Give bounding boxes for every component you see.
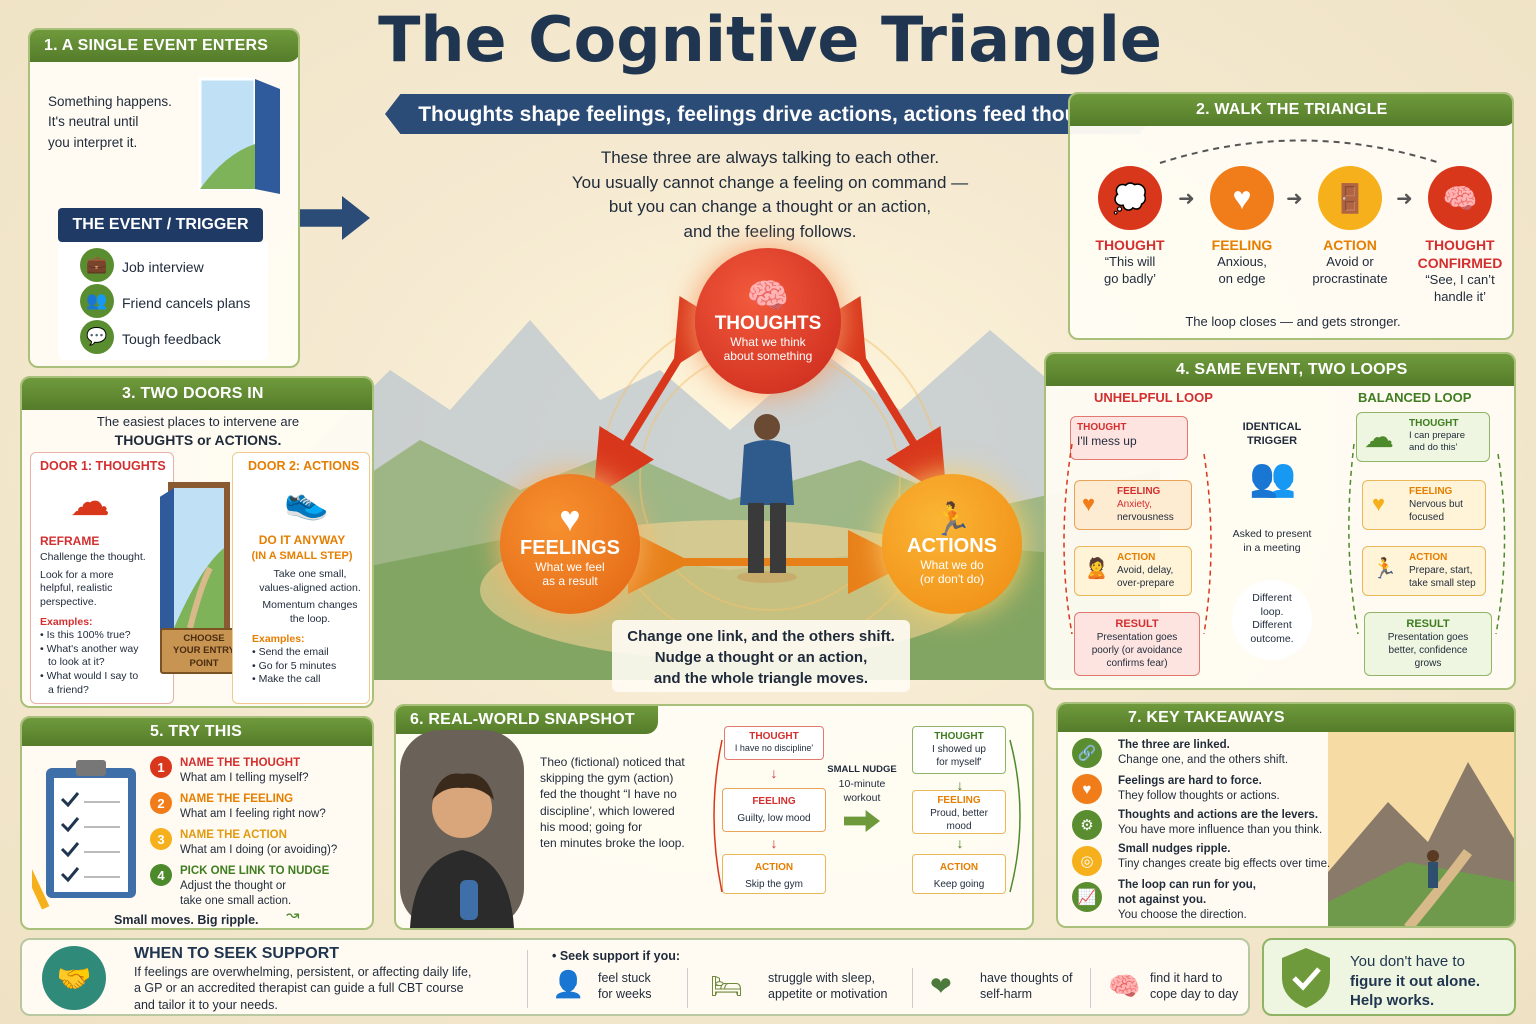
thoughts-node: 🧠 THOUGHTS What we think about something — [695, 248, 841, 394]
running-person-icon: 🏃 — [1372, 558, 1397, 580]
chat-bubble-icon: 💬 — [80, 320, 114, 354]
theo-portrait — [400, 730, 524, 928]
nudge-arrow-icon — [844, 810, 880, 832]
door1-card — [30, 452, 174, 704]
panel-real-world: 6. REAL-WORLD SNAPSHOT Theo (fictional) … — [394, 704, 1034, 930]
lever-icon: ⚙ — [1072, 810, 1102, 840]
thought-cloud-icon: ☁ — [1364, 421, 1394, 454]
step-number-badge: 4 — [150, 864, 172, 886]
clipboard-checklist-icon — [32, 760, 136, 910]
link-icon: 🔗 — [1072, 738, 1102, 768]
brain-icon: 🧠 — [746, 277, 790, 315]
step-number-badge: 1 — [150, 756, 172, 778]
action-step-icon: 🚪 — [1318, 166, 1382, 230]
growth-chart-icon: 📈 — [1072, 882, 1102, 912]
step-number-badge: 2 — [150, 792, 172, 814]
after-loop-arrow — [1009, 739, 1021, 893]
people-icon: 👥 — [80, 284, 114, 318]
briefcase-icon: 💼 — [80, 248, 114, 282]
arrow-icon: ➜ — [1396, 188, 1413, 210]
heart-icon: ♥ — [559, 497, 581, 539]
standing-person-illustration — [737, 414, 797, 583]
arrow-down-icon: ↓ — [770, 765, 778, 781]
ripple-icon: ◎ — [1072, 846, 1102, 876]
divider — [1090, 968, 1091, 1008]
unhelpful-loop-arrows — [1063, 443, 1212, 635]
heart-icon: ♥ — [1372, 491, 1386, 516]
support-bar: 🤝 WHEN TO SEEK SUPPORT If feelings are o… — [20, 938, 1250, 1016]
feelings-node: ♥ FEELINGS What we feel as a result — [500, 474, 640, 614]
shield-check-icon — [1282, 948, 1330, 1008]
arrow-down-icon: ↓ — [770, 835, 778, 851]
arrow-down-icon: ↓ — [956, 835, 964, 851]
arrow-icon: ➜ — [1286, 188, 1303, 210]
helping-hands-heart-icon: 🤝 — [42, 946, 106, 1010]
thought-step-icon: 💭 — [1098, 166, 1162, 230]
sneaker-icon: 👟 — [284, 480, 329, 521]
open-door-icon — [198, 77, 280, 194]
head-brain-icon: 🧠 — [1108, 971, 1141, 1001]
person-icon: 🙎 — [1084, 558, 1109, 580]
mountain-hiker-illustration — [1328, 732, 1514, 926]
entry-door-illustration — [160, 482, 230, 637]
subtitle-banner — [385, 94, 1155, 134]
feeling-step-icon: ♥ — [1210, 166, 1274, 230]
before-loop-arrow — [713, 739, 723, 893]
arrow-icon: ➜ — [1178, 188, 1195, 210]
panel-two-loops: 4. SAME EVENT, TWO LOOPS UNHELPFUL LOOP … — [1044, 352, 1516, 690]
bed-icon: 🛏 — [710, 971, 744, 1001]
panel-two-doors: 3. TWO DOORS IN The easiest places to in… — [20, 376, 374, 708]
panel-single-event: 1. A SINGLE EVENT ENTERS Something happe… — [28, 28, 300, 368]
page-title: The Cognitive Triangle — [378, 3, 1162, 76]
meeting-icon: 👥 — [1249, 457, 1297, 499]
triangle-caption: Change one link, and the others shift.Nu… — [612, 620, 910, 692]
balanced-loop-arrows — [1348, 443, 1506, 635]
divider — [687, 968, 688, 1008]
person-icon: 👤 — [552, 969, 585, 999]
door2-card — [232, 452, 370, 704]
subtitle: Thoughts shape feelings, feelings drive … — [418, 103, 1122, 126]
curved-arrow-icon: ↝ — [286, 907, 300, 924]
divider — [912, 968, 913, 1008]
panel-key-takeaways: 7. KEY TAKEAWAYS 🔗 The three are linked.… — [1056, 702, 1516, 928]
thought-cloud-icon: ☁ — [70, 480, 110, 524]
trigger-title: THE EVENT / TRIGGER — [58, 208, 263, 242]
heart-icon: ♥ — [1082, 491, 1096, 516]
actions-node: 🏃 ACTIONS What we do (or don't do) — [882, 474, 1022, 614]
heart-icon: ♥ — [1072, 774, 1102, 804]
running-person-icon: 🏃 — [932, 500, 972, 537]
heart-hand-icon: ❤ — [930, 971, 952, 1001]
confirmed-step-icon: 🧠 — [1428, 166, 1492, 230]
panel-walk-triangle: 2. WALK THE TRIANGLE 💭 ♥ 🚪 🧠 ➜ ➜ ➜ THOUG… — [1068, 92, 1514, 340]
arrow-down-icon: ↓ — [956, 777, 964, 793]
intro-text: These three are always talking to each o… — [571, 148, 969, 241]
divider — [527, 950, 528, 1008]
step-number-badge: 3 — [150, 828, 172, 850]
loop-dashed-arrow — [1159, 139, 1441, 164]
